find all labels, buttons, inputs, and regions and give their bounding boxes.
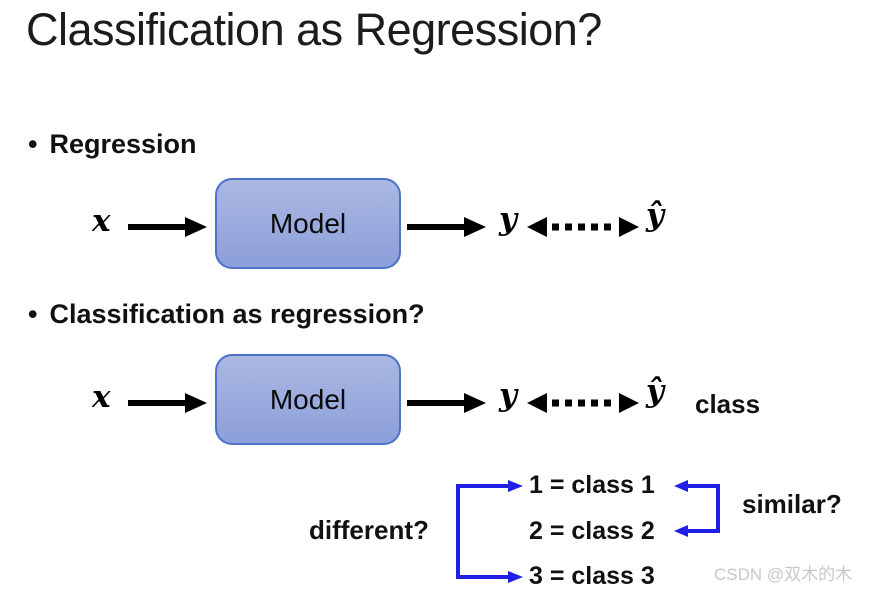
- bullet-regression-label: Regression: [49, 129, 197, 159]
- watermark: CSDN @双木的木: [714, 565, 853, 584]
- similar-question-label: similar?: [742, 489, 842, 519]
- right-arrow-icon: [128, 393, 207, 413]
- different-question-label: different?: [309, 515, 429, 545]
- output-y-label: y: [499, 201, 518, 237]
- bullet-regression: Regression: [28, 129, 197, 160]
- input-x-label: x: [92, 203, 111, 239]
- class-row-3: 3 = class 3: [529, 562, 655, 590]
- class-annotation: class: [695, 389, 761, 419]
- model-box: Model: [215, 178, 401, 269]
- model-box-label: Model: [269, 383, 347, 415]
- blue-bracket-left-icon: [456, 480, 523, 583]
- right-arrow-icon: [407, 217, 486, 237]
- bullet-icon: [28, 129, 37, 160]
- bullet-classification-label: Classification as regression?: [49, 299, 425, 329]
- right-arrow-icon: [407, 393, 486, 413]
- bullet-icon: [28, 299, 37, 330]
- class-row-1: 1 = class 1: [529, 471, 655, 499]
- input-x-label: x: [92, 379, 111, 415]
- bullet-classification: Classification as regression?: [28, 299, 425, 330]
- right-arrow-icon: [128, 217, 207, 237]
- dotted-double-arrow-icon: [527, 217, 639, 237]
- dotted-double-arrow-icon: [527, 393, 639, 413]
- class-row-2: 2 = class 2: [529, 517, 655, 545]
- model-box: Model: [215, 354, 401, 445]
- model-box-label: Model: [269, 207, 347, 239]
- target-yhat-label: ŷ: [646, 197, 665, 233]
- blue-bracket-right-icon: [674, 480, 720, 537]
- page-title: Classification as Regression?: [26, 4, 602, 55]
- target-yhat-label: ŷ: [646, 373, 665, 409]
- output-y-label: y: [499, 377, 518, 413]
